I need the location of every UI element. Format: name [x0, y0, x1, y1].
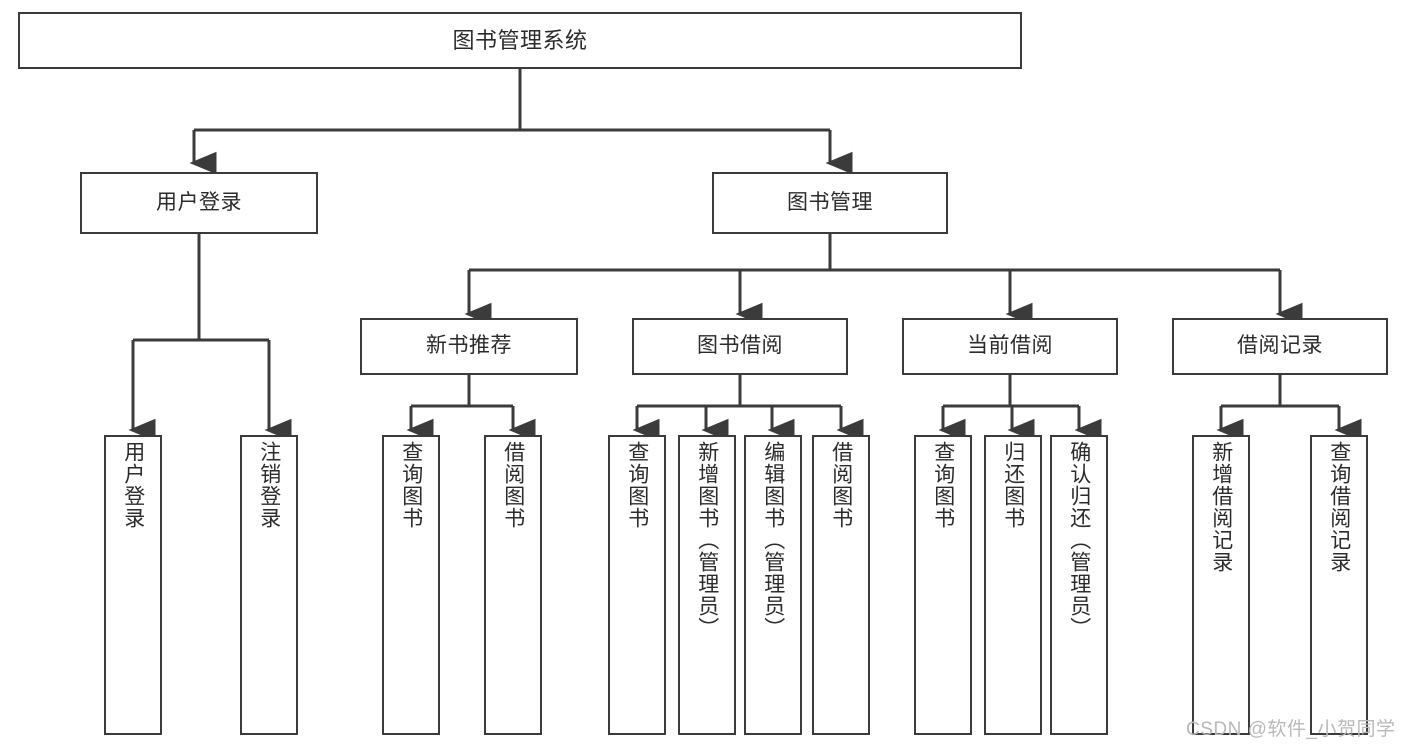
node-user-login-label: 用户登录: [156, 190, 242, 214]
node-leaf-add-record-label: 新增借阅记录: [1209, 441, 1233, 573]
node-leaf-edit-book[interactable]: 编辑图书（管理员）: [744, 435, 802, 735]
node-leaf-return-book-label: 归还图书: [1001, 441, 1025, 529]
node-leaf-query-book-recommend[interactable]: 查询图书: [382, 435, 440, 735]
node-leaf-edit-book-label: 编辑图书（管理员）: [761, 441, 785, 639]
node-borrow-record-label: 借阅记录: [1237, 334, 1323, 358]
node-new-book-recommend[interactable]: 新书推荐: [360, 318, 578, 375]
node-leaf-query-book-current[interactable]: 查询图书: [914, 435, 972, 735]
node-current-borrow[interactable]: 当前借阅: [902, 318, 1118, 375]
node-leaf-user-logout[interactable]: 注销登录: [240, 435, 298, 735]
node-new-book-recommend-label: 新书推荐: [426, 334, 512, 358]
node-leaf-borrow-book-recommend-label: 借阅图书: [501, 441, 525, 529]
node-book-management-label: 图书管理: [787, 190, 873, 214]
node-root-label: 图书管理系统: [452, 27, 588, 53]
node-borrow-record[interactable]: 借阅记录: [1172, 318, 1388, 375]
node-current-borrow-label: 当前借阅: [967, 334, 1053, 358]
node-leaf-query-book-current-label: 查询图书: [931, 441, 955, 529]
node-leaf-query-book-recommend-label: 查询图书: [399, 441, 423, 529]
node-leaf-borrow-book-label: 借阅图书: [829, 441, 853, 529]
node-leaf-user-logout-label: 注销登录: [257, 441, 281, 529]
node-root[interactable]: 图书管理系统: [18, 12, 1022, 69]
node-leaf-borrow-book-recommend[interactable]: 借阅图书: [484, 435, 542, 735]
node-leaf-user-login-label: 用户登录: [121, 441, 145, 529]
node-leaf-confirm-return-label: 确认归还（管理员）: [1067, 441, 1091, 639]
node-book-management[interactable]: 图书管理: [712, 172, 948, 234]
node-leaf-query-book-borrow[interactable]: 查询图书: [608, 435, 666, 735]
csdn-watermark: CSDN @软件_小贺同学: [1186, 719, 1396, 740]
node-book-borrow-label: 图书借阅: [697, 334, 783, 358]
node-user-login[interactable]: 用户登录: [80, 172, 318, 234]
node-leaf-user-login[interactable]: 用户登录: [104, 435, 162, 735]
node-leaf-query-book-borrow-label: 查询图书: [625, 441, 649, 529]
node-leaf-add-book-label: 新增图书（管理员）: [695, 441, 719, 639]
node-leaf-query-record-label: 查询借阅记录: [1327, 441, 1351, 573]
node-leaf-add-book[interactable]: 新增图书（管理员）: [678, 435, 736, 735]
node-leaf-confirm-return[interactable]: 确认归还（管理员）: [1050, 435, 1108, 735]
node-leaf-borrow-book[interactable]: 借阅图书: [812, 435, 870, 735]
node-book-borrow[interactable]: 图书借阅: [632, 318, 848, 375]
node-leaf-query-record[interactable]: 查询借阅记录: [1310, 435, 1368, 735]
node-leaf-add-record[interactable]: 新增借阅记录: [1192, 435, 1250, 735]
node-leaf-return-book[interactable]: 归还图书: [984, 435, 1042, 735]
